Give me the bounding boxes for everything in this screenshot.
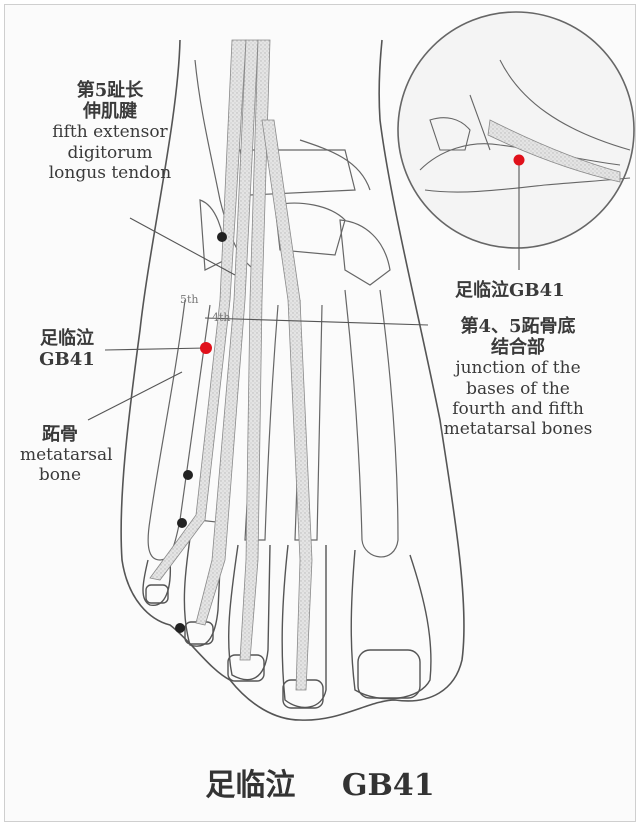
tendon-en-2: digitorum bbox=[67, 142, 153, 163]
foot-outline bbox=[120, 39, 465, 721]
extensor-tendons bbox=[149, 39, 313, 691]
gb41-inset-point bbox=[513, 154, 525, 166]
junction-label: 第4、5跖骨底 结合部 junction of the bases of the… bbox=[428, 316, 608, 439]
metatarsal-en-2: bone bbox=[38, 465, 82, 486]
metatarsal-cn: 跖骨 bbox=[42, 424, 78, 445]
secondary-markers bbox=[175, 232, 227, 633]
metatarsal-label: 跖骨 metatarsal bone bbox=[20, 424, 113, 486]
inset-gb41-label: 足临泣GB41 bbox=[455, 280, 565, 301]
gb41-left-code: GB41 bbox=[39, 349, 95, 371]
leader-lines bbox=[87, 162, 520, 421]
junction-en-3: fourth and fifth bbox=[452, 398, 584, 419]
metatarsal-bones bbox=[147, 289, 399, 561]
tendon-en-3: longus tendon bbox=[48, 162, 172, 183]
caption-name: 足临泣 bbox=[205, 768, 296, 803]
caption-code: GB41 bbox=[341, 768, 435, 803]
figure-caption: 足临泣 GB41 bbox=[0, 760, 640, 804]
junction-en-4: metatarsal bones bbox=[443, 418, 593, 439]
inset-tendon bbox=[487, 119, 621, 183]
tendon-cn-2: 伸肌腱 bbox=[83, 101, 137, 123]
toes bbox=[142, 524, 432, 709]
bone-4th-label: 4th bbox=[212, 311, 231, 324]
junction-en-1: junction of the bbox=[455, 358, 581, 379]
inset-ankle-view bbox=[397, 11, 635, 249]
metatarsal-en-1: metatarsal bbox=[20, 445, 113, 466]
junction-en-2: bases of the bbox=[466, 378, 570, 399]
junction-cn-1: 第4、5跖骨底 bbox=[460, 316, 576, 337]
gb41-left-label: 足临泣 GB41 bbox=[22, 328, 112, 370]
tendon-en-1: fifth extensor bbox=[52, 122, 168, 143]
tendon-label: 第5趾长 伸肌腱 fifth extensor digitorum longus… bbox=[30, 80, 190, 183]
tendon-cn-1: 第5趾长 bbox=[76, 80, 144, 101]
gb41-point bbox=[200, 342, 212, 354]
bone-5th-label: 5th bbox=[180, 293, 199, 306]
gb41-left-cn: 足临泣 bbox=[40, 328, 94, 349]
junction-cn-2: 结合部 bbox=[491, 337, 545, 359]
